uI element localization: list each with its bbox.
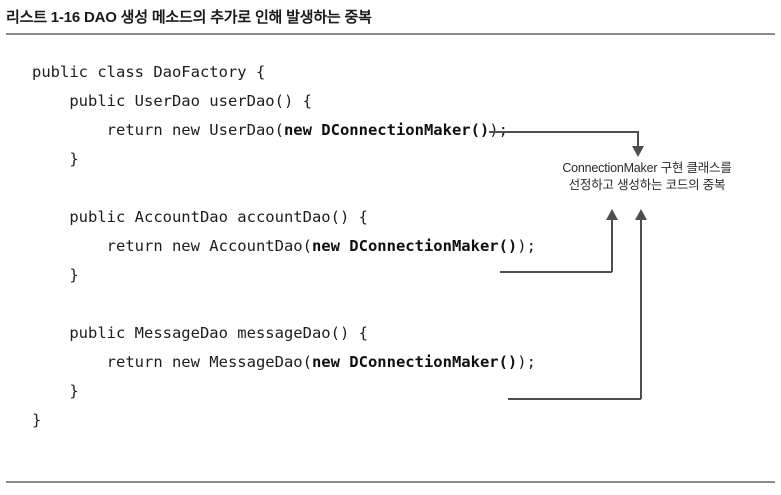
code-line: public class DaoFactory { xyxy=(32,58,536,87)
code-text: public AccountDao accountDao() { xyxy=(32,208,368,226)
annotation-callout: ConnectionMaker 구현 클래스를 선정하고 생성하는 코드의 중복 xyxy=(524,160,770,194)
code-text: public UserDao userDao() { xyxy=(32,92,312,110)
annotation-line-2: 선정하고 생성하는 코드의 중복 xyxy=(568,178,726,192)
connector-userdao-vertical xyxy=(637,131,639,148)
code-text: return new MessageDao( xyxy=(32,353,312,371)
code-text: return new UserDao( xyxy=(32,121,284,139)
connector-messagedao-horizontal xyxy=(508,398,641,400)
code-text: public class DaoFactory { xyxy=(32,63,266,81)
code-line: } xyxy=(32,261,536,290)
code-text: } xyxy=(32,266,79,284)
code-line: public MessageDao messageDao() { xyxy=(32,319,536,348)
code-line: } xyxy=(32,145,536,174)
code-emphasis: new DConnectionMaker() xyxy=(283,121,490,139)
code-text-tail: ); xyxy=(517,237,536,255)
code-text-tail: ); xyxy=(489,121,508,139)
connector-userdao-horizontal xyxy=(489,131,639,133)
annotation-line-1: ConnectionMaker 구현 클래스를 xyxy=(562,161,732,175)
code-emphasis: new DConnectionMaker() xyxy=(311,237,518,255)
arrowhead-down-userdao xyxy=(632,146,644,157)
code-text: return new AccountDao( xyxy=(32,237,312,255)
code-line: } xyxy=(32,377,536,406)
figure-divider-bottom xyxy=(6,481,775,483)
code-listing: public class DaoFactory { public UserDao… xyxy=(32,58,536,435)
code-line: } xyxy=(32,406,536,435)
code-line: public UserDao userDao() { xyxy=(32,87,536,116)
code-text-tail: ); xyxy=(517,353,536,371)
code-line-blank xyxy=(32,174,536,203)
figure-caption: 리스트 1-16 DAO 생성 메소드의 추가로 인해 발생하는 중복 xyxy=(6,9,372,26)
code-text: } xyxy=(32,382,79,400)
code-line-blank xyxy=(32,290,536,319)
code-text: } xyxy=(32,411,42,429)
arrowhead-up-accountdao xyxy=(606,209,618,220)
code-emphasis: new DConnectionMaker() xyxy=(311,353,518,371)
arrowhead-up-messagedao xyxy=(635,209,647,220)
connector-messagedao-vertical xyxy=(640,219,642,399)
caption-divider-top xyxy=(6,33,775,35)
connector-accountdao-horizontal xyxy=(500,271,612,273)
code-text: public MessageDao messageDao() { xyxy=(32,324,368,342)
code-text: } xyxy=(32,150,79,168)
code-line: return new MessageDao(new DConnectionMak… xyxy=(32,348,536,377)
code-line: return new UserDao(new DConnectionMaker(… xyxy=(32,116,536,145)
code-line: public AccountDao accountDao() { xyxy=(32,203,536,232)
code-line: return new AccountDao(new DConnectionMak… xyxy=(32,232,536,261)
connector-accountdao-vertical xyxy=(611,219,613,272)
